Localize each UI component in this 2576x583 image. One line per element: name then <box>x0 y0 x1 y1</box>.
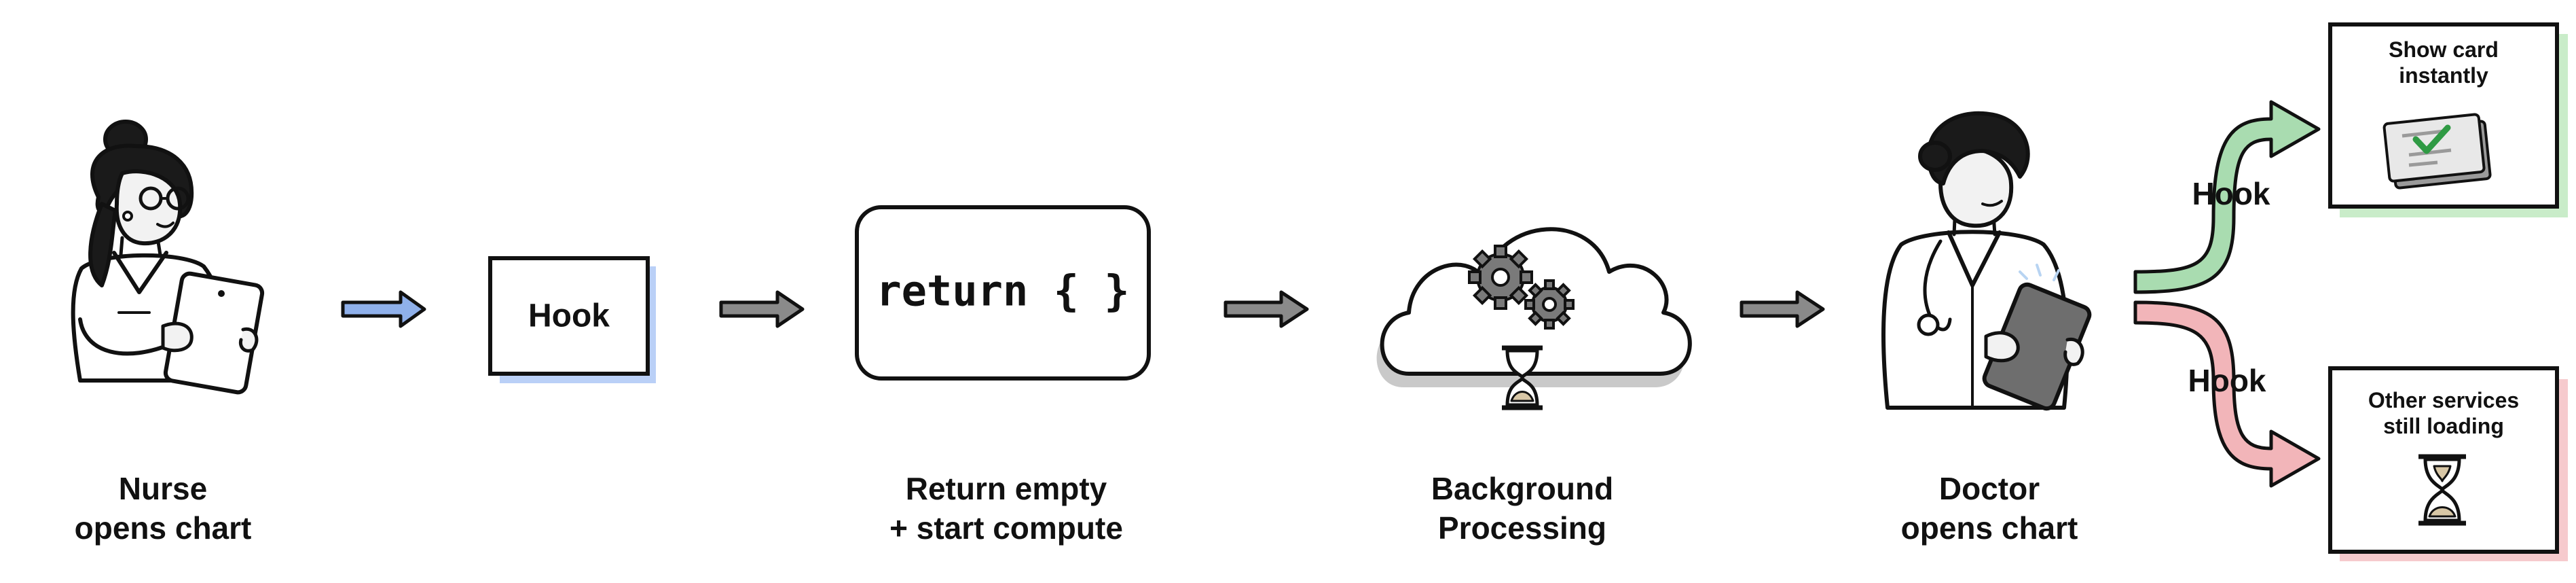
doctor-figure <box>1881 111 2092 411</box>
hourglass-icon <box>2418 454 2466 526</box>
top-card-title: Show card instantly <box>2389 37 2499 88</box>
nurse-caption-line1: Nurse <box>118 471 208 506</box>
bottom-card-title-line2: still loading <box>2383 414 2504 438</box>
return-caption-line2: + start compute <box>889 510 1123 546</box>
background-caption: Background Processing <box>1431 469 1613 548</box>
stethoscope-icon <box>1917 239 1952 336</box>
arrow-hook-to-return <box>719 290 805 328</box>
doctor-caption-line1: Doctor <box>1938 471 2040 506</box>
return-code-text: return { } <box>876 266 1130 316</box>
doctor-caption-line2: opens chart <box>1900 510 2078 546</box>
bottom-card-title-line1: Other services <box>2368 388 2520 412</box>
arrow-nurse-to-hook <box>341 290 426 328</box>
nurse-figure <box>71 120 265 395</box>
return-box <box>855 205 1151 381</box>
arrow-cloud-to-doctor <box>1740 290 1825 328</box>
arrow-return-to-cloud <box>1223 290 1309 328</box>
branch-bottom-hook-label: Hook <box>2188 363 2266 398</box>
nurse-caption-line2: opens chart <box>74 510 252 546</box>
hook-box <box>488 256 656 383</box>
card-check-icon <box>2382 113 2492 190</box>
return-caption: Return empty + start compute <box>889 469 1123 548</box>
hourglass-icon <box>1502 345 1543 410</box>
branch-green-arrow <box>2133 100 2321 294</box>
hook-box-label: Hook <box>528 298 610 334</box>
branch-red-arrow <box>2133 300 2321 488</box>
gears-icon <box>1468 245 1575 330</box>
return-caption-line1: Return empty <box>905 471 1107 506</box>
nurse-caption: Nurse opens chart <box>75 469 252 548</box>
background-caption-line1: Background <box>1431 471 1614 506</box>
top-card-title-line1: Show card <box>2389 37 2499 62</box>
branch-top-hook-label: Hook <box>2192 176 2270 211</box>
top-card-title-line2: instantly <box>2399 63 2488 88</box>
background-caption-line2: Processing <box>1438 510 1606 546</box>
bottom-card-title: Other services still loading <box>2368 387 2519 439</box>
doctor-caption: Doctor opens chart <box>1901 469 2078 548</box>
